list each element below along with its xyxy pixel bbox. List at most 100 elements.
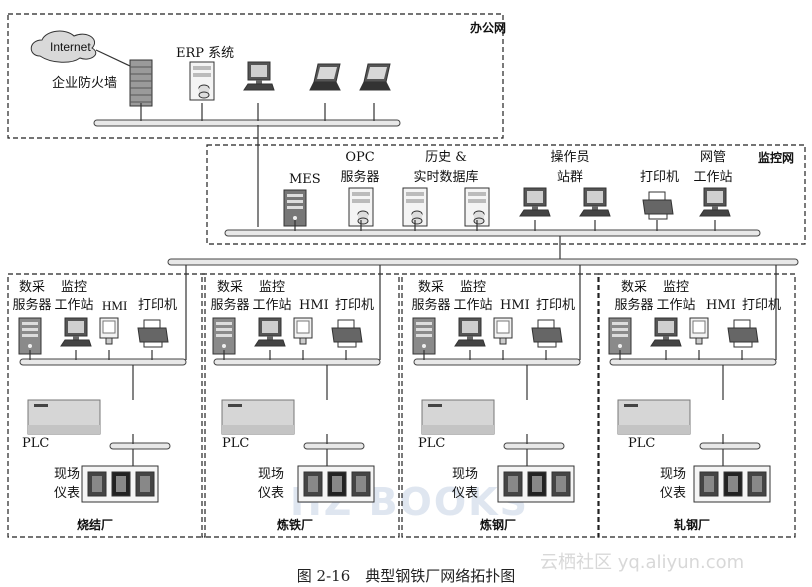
plant1-field-bus: [109, 442, 171, 450]
history-label-1: 历史 &: [425, 150, 467, 165]
p4-mw-label-2: 工作站: [656, 298, 696, 313]
p3-ds-label-1: 数采: [417, 280, 444, 295]
p4-mw-label-1: 监控: [662, 280, 689, 295]
p3-mw-label-1: 监控: [459, 280, 486, 295]
plant4-monitor-workstation-icon: [650, 317, 682, 347]
plant4-field-instruments-icon: [693, 465, 771, 503]
p3-ds-label-2: 服务器: [411, 298, 451, 313]
figure-caption: 图 2-16 典型钢铁厂网络拓扑图: [296, 567, 516, 585]
plant1-plc-icon: [27, 399, 101, 435]
p2-mw-label-2: 工作站: [252, 298, 292, 313]
plant3-monitor-workstation-icon: [454, 317, 486, 347]
plant3-printer-icon: [531, 319, 563, 348]
plant4-plc-icon: [617, 399, 691, 435]
p4-plant-name: 轧钢厂: [674, 518, 711, 532]
plant3-control-bus: [413, 358, 581, 366]
plant4-control-bus: [609, 358, 777, 366]
watermark-yq: 云栖社区 yq.aliyun.com: [540, 552, 745, 573]
internet-label: Internet: [50, 40, 91, 54]
office-zone-border: [7, 13, 504, 139]
p2-field-label-2: 仪表: [258, 486, 285, 501]
operator-station-icon-2: [579, 187, 611, 217]
plant2-printer-icon: [331, 319, 363, 348]
p3-hmi-label: HMI: [500, 298, 530, 313]
p3-field-label-2: 仪表: [452, 486, 479, 501]
plant2-data-server-icon: [212, 317, 236, 355]
p4-plc-label: PLC: [628, 436, 656, 451]
p1-field-label-1: 现场: [54, 467, 81, 482]
monitor-zone-label: 监控网: [758, 151, 795, 165]
opc-server-icon: [348, 187, 374, 227]
plant1-field-instruments-icon: [81, 465, 159, 503]
firewall-icon: [129, 59, 153, 107]
internet-cloud-icon: [30, 30, 97, 63]
backbone-bus: [167, 258, 799, 266]
monitor-zone-border: [206, 144, 806, 245]
mes-server-icon: [283, 189, 307, 227]
plant2-monitor-workstation-icon: [254, 317, 286, 347]
operator-label-1: 操作员: [550, 150, 590, 165]
plant2-field-instruments-icon: [297, 465, 375, 503]
plant3-plc-icon: [421, 399, 495, 435]
p1-ds-label-2: 服务器: [12, 298, 52, 313]
plant4-field-bus: [699, 442, 761, 450]
p2-ds-label-1: 数采: [216, 280, 243, 295]
history-label-2: 实时数据库: [413, 170, 479, 185]
plant1-hmi-icon: [99, 317, 119, 345]
p2-plant-name: 炼铁厂: [277, 518, 314, 532]
plant4-printer-icon: [727, 319, 759, 348]
plant1-control-bus: [19, 358, 187, 366]
p2-hmi-label: HMI: [299, 298, 329, 313]
plant1-data-server-icon: [18, 317, 42, 355]
firewall-label: 企业防火墙: [52, 76, 118, 91]
p1-mw-label-1: 监控: [60, 280, 87, 295]
erp-label: ERP 系统: [176, 46, 235, 61]
office-laptop-icon-2: [359, 63, 391, 91]
plant3-hmi-icon: [493, 317, 513, 345]
office-laptop-icon-1: [309, 63, 341, 91]
p3-mw-label-2: 工作站: [453, 298, 493, 313]
opc-label-1: OPC: [345, 150, 375, 165]
netmgmt-workstation-icon: [699, 187, 731, 217]
netmgmt-label-2: 工作站: [693, 170, 733, 185]
opc-label-2: 服务器: [340, 170, 380, 185]
p4-ds-label-2: 服务器: [614, 298, 654, 313]
plant1-printer-icon: [137, 319, 169, 348]
p1-field-label-2: 仪表: [54, 486, 81, 501]
p2-ds-label-2: 服务器: [210, 298, 250, 313]
monitor-printer-label: 打印机: [640, 170, 680, 185]
p4-hmi-label: HMI: [706, 298, 736, 313]
p4-field-label-2: 仪表: [660, 486, 687, 501]
plant2-field-bus: [303, 442, 365, 450]
plant2-control-bus: [213, 358, 381, 366]
office-bus: [93, 119, 401, 127]
p3-printer-label: 打印机: [536, 298, 576, 313]
p3-field-label-1: 现场: [452, 467, 479, 482]
p2-printer-label: 打印机: [335, 298, 375, 313]
p1-hmi-label: HMI: [102, 298, 128, 313]
operator-label-2: 站群: [556, 170, 583, 185]
mes-label: MES: [289, 172, 321, 187]
p2-mw-label-1: 监控: [258, 280, 285, 295]
plant-zone-border-1: [7, 273, 206, 538]
p4-printer-label: 打印机: [742, 298, 782, 313]
plant3-data-server-icon: [412, 317, 436, 355]
p2-plc-label: PLC: [222, 436, 250, 451]
plant4-data-server-icon: [608, 317, 632, 355]
plant-zone-border-4: [597, 273, 796, 538]
history-server-icon-2: [464, 187, 490, 227]
plant-zone-border-2: [201, 273, 400, 538]
plant4-hmi-icon: [689, 317, 709, 345]
operator-station-icon-1: [519, 187, 551, 217]
plant2-hmi-icon: [293, 317, 313, 345]
p3-plant-name: 炼钢厂: [480, 518, 517, 532]
plant2-plc-icon: [221, 399, 295, 435]
p1-plc-label: PLC: [22, 436, 50, 451]
history-server-icon-1: [402, 187, 428, 227]
p1-plant-name: 烧结厂: [77, 518, 114, 532]
p3-plc-label: PLC: [418, 436, 446, 451]
monitor-printer-icon: [642, 191, 674, 220]
internet-to-firewall-line: [95, 49, 131, 67]
plant3-field-bus: [503, 442, 565, 450]
office-zone-label: 办公网: [470, 21, 507, 35]
